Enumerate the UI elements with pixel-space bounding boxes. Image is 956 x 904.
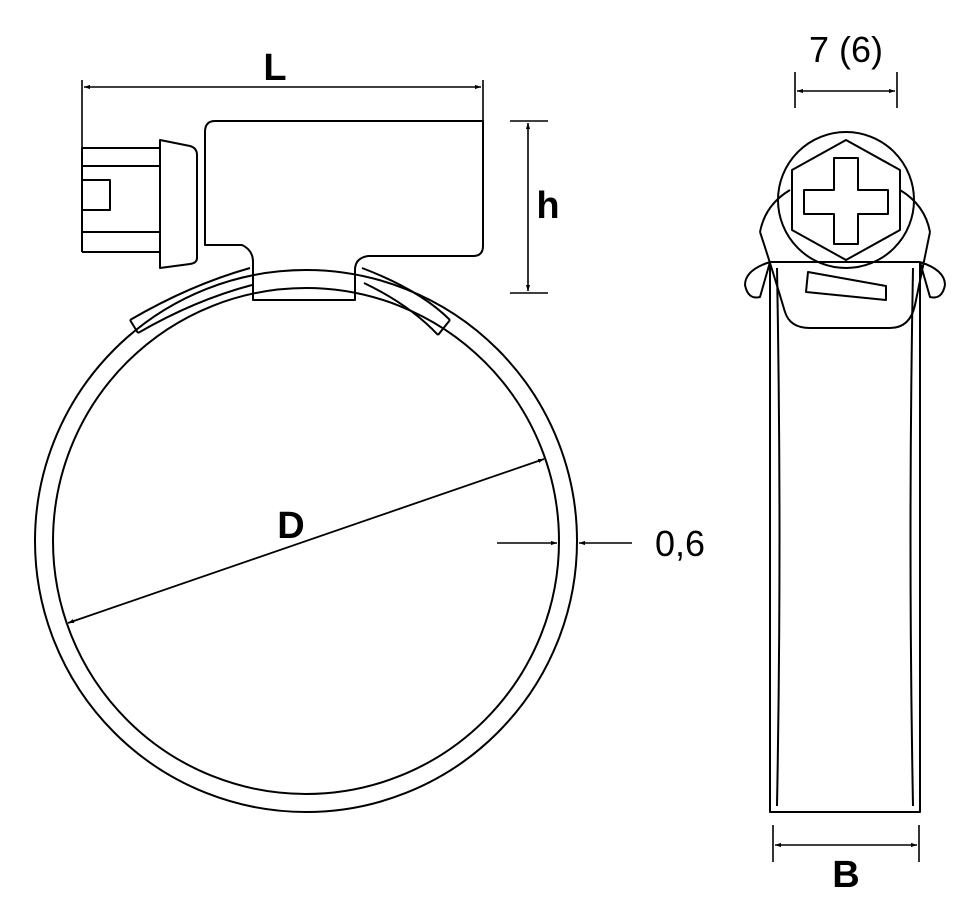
label-diameter: D (277, 505, 304, 547)
band-slot (805, 271, 887, 301)
band-overlap (129, 267, 451, 336)
screw-shank (81, 147, 160, 253)
label-thickness: 0,6 (655, 523, 705, 564)
label-length: L (263, 47, 286, 89)
front-view (34, 80, 632, 813)
side-band (769, 261, 921, 813)
dimension-height (510, 120, 548, 294)
screw-nut (159, 139, 198, 269)
screw-head-outer (777, 131, 915, 269)
label-height: h (536, 185, 559, 227)
dimension-length (81, 80, 484, 148)
dimension-band-width (772, 825, 920, 862)
screw-hexagon (791, 139, 901, 261)
screw-housing (204, 120, 484, 301)
phillips-cross-icon (803, 157, 889, 245)
label-band-width: B (832, 854, 859, 896)
dimension-diameter (67, 458, 545, 624)
side-housing (744, 189, 946, 329)
dimension-screw-width (794, 72, 898, 108)
side-view (744, 72, 946, 862)
clamp-band (34, 269, 578, 813)
label-screw-width: 7 (6) (809, 29, 883, 70)
